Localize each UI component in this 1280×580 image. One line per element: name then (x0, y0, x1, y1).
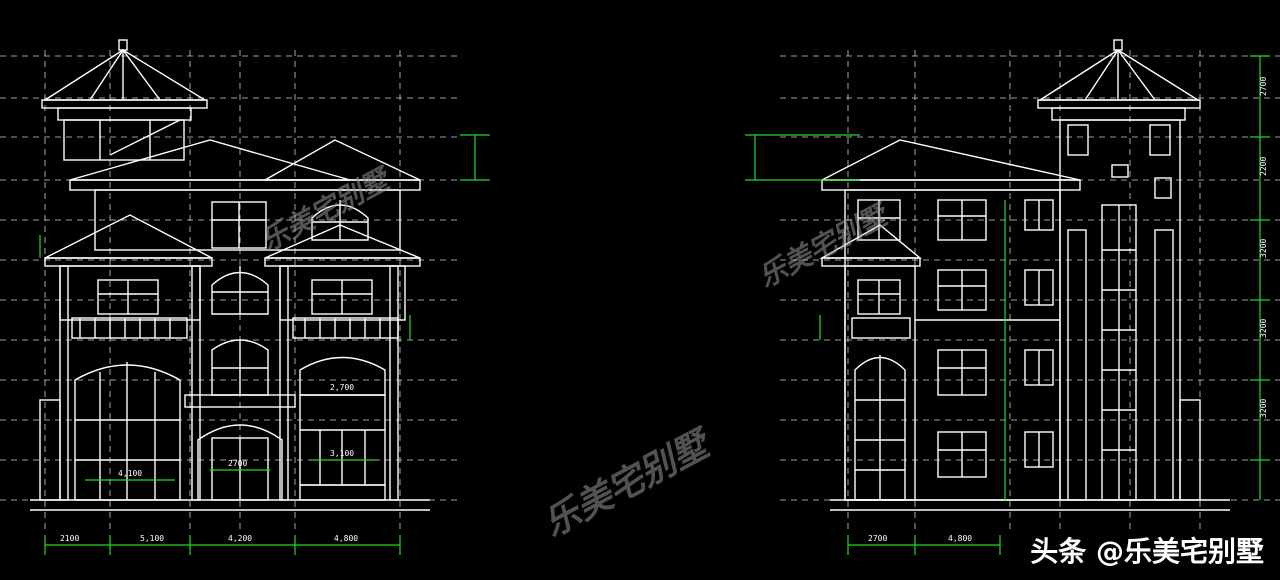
right-elevation (819, 39, 1230, 511)
left-dim-3: 4,200 (228, 534, 252, 543)
right-side-dim-5: 3200 (1259, 399, 1268, 418)
left-window-dim-1: 4,100 (118, 469, 142, 478)
left-door-dim: 2700 (228, 459, 247, 468)
right-dim-2: 4,800 (948, 534, 972, 543)
left-dim-4: 4,800 (334, 534, 358, 543)
right-side-dim-1: 2700 (1259, 77, 1268, 96)
left-elevation (30, 39, 430, 511)
left-dim-2: 5,100 (140, 534, 164, 543)
source-badge: 头条 @乐美宅别墅 (1030, 535, 1264, 568)
right-dimension-lines (745, 55, 1270, 555)
left-dim-1: 2100 (60, 534, 79, 543)
left-window-dim-2: 3,100 (330, 449, 354, 458)
right-side-dim-4: 3200 (1259, 319, 1268, 338)
right-side-dim-2: 2200 (1259, 157, 1268, 176)
left-dimension-lines (39, 134, 490, 555)
right-dim-1: 2700 (868, 534, 887, 543)
left-window-dim-3: 2,700 (330, 383, 354, 392)
right-side-dim-3: 3200 (1259, 239, 1268, 258)
